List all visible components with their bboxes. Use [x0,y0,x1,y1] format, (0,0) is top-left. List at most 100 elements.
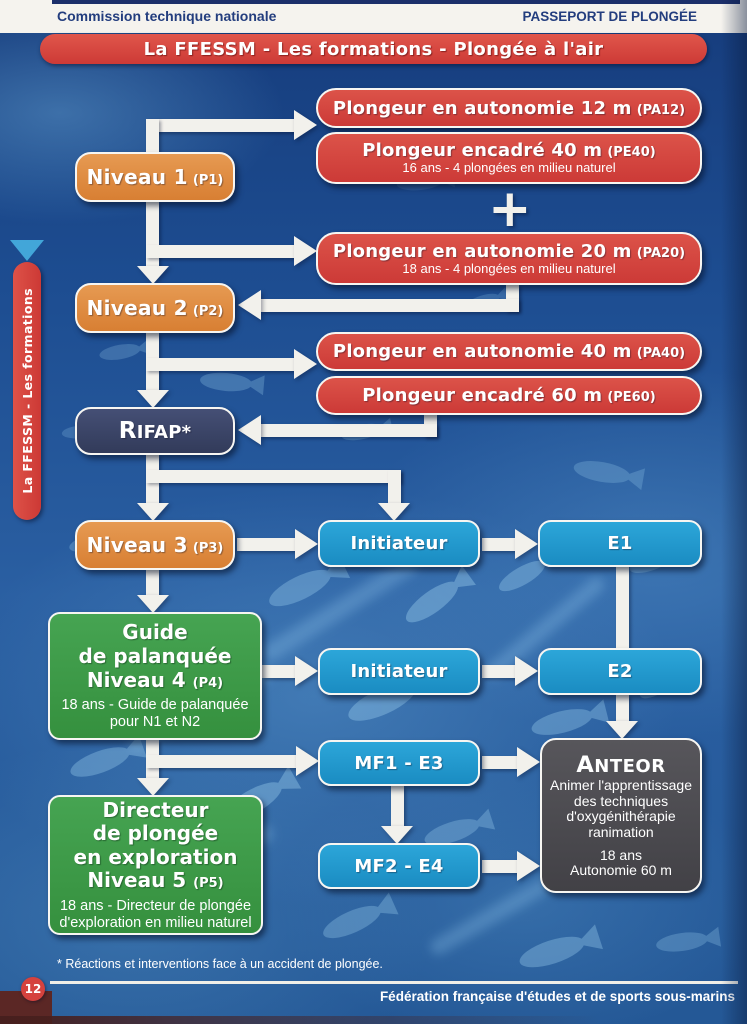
connector-init2-e2 [482,665,516,678]
connector-mf1-anteor [482,756,518,769]
header-right-text: PASSEPORT DE PLONGÉE [522,9,697,24]
node-pa20-title-row: Plongeur en autonomie 20 m (PA20) [333,241,685,262]
node-pa40-title-row: Plongeur en autonomie 40 m (PA40) [333,341,685,362]
publisher-text: Fédération française d'études et de spor… [379,989,735,1004]
node-pa12: Plongeur en autonomie 12 m (PA12) [316,88,702,128]
arrowhead-to-mf1 [296,746,319,776]
arrowhead-to-anteor-top [606,721,638,739]
node-niveau3-code: (P3) [192,541,224,556]
node-anteor-autonomy: Autonomie 60 m [570,862,672,879]
node-niveau1-title: Niveau 1 [86,165,188,189]
node-niveau2-title: Niveau 2 [86,296,188,320]
node-niveau5-line2: de plongée [92,821,219,846]
header-strip [0,0,747,33]
arrowhead-to-niveau4 [137,595,169,613]
arrowhead-to-pa12 [294,110,317,140]
node-niveau1-title-row: Niveau 1 (P1) [87,165,224,189]
node-mf2: MF2 - E4 [318,843,480,889]
footer-rule [50,981,738,984]
connector-n3-init1 [237,538,295,551]
node-initiateur2-title: Initiateur [350,661,448,682]
node-rifap-title: RIFAP* [118,418,192,444]
node-pa40: Plongeur en autonomie 40 m (PA40) [316,332,702,371]
node-pe40: Plongeur encadré 40 m (PE40) 16 ans - 4 … [316,132,702,184]
node-niveau1-code: (P1) [192,173,224,188]
arrowhead-to-initiateur1 [378,503,410,521]
connector-n3-n4-v [146,570,159,597]
arrowhead-mf2-anteor [517,851,540,881]
node-anteor: ANTEOR Animer l'apprentissage des techni… [540,738,702,893]
node-niveau3-title-row: Niveau 3 (P3) [87,533,224,557]
node-niveau5-subtitle: 18 ans - Directeur de plongée d'explorat… [59,898,252,931]
node-pa12-title: Plongeur en autonomie 12 m [332,97,632,119]
node-anteor-age: 18 ans [599,846,643,863]
arrowhead-to-niveau2 [137,266,169,284]
arrowhead-to-e2 [515,656,538,686]
connector-n1-pa12-h [146,119,294,132]
sidebar-arrow-icon [10,240,44,261]
arrowhead-to-rifap-right [238,415,261,445]
node-pa12-title-row: Plongeur en autonomie 12 m (PA12) [333,98,685,119]
plus-symbol: + [488,179,532,239]
title-banner: La FFESSM - Les formations - Plongée à l… [40,34,707,64]
node-niveau5: Directeur de plongée en exploration Nive… [48,795,263,935]
node-niveau5-line4: Niveau 5 [87,868,187,893]
node-pe60-title: Plongeur encadré 60 m [362,385,603,406]
node-initiateur2: Initiateur [318,648,480,695]
node-pa20-code: (PA20) [636,245,686,261]
node-initiateur1: Initiateur [318,520,480,567]
node-mf2-title: MF2 - E4 [354,855,444,877]
node-pe60-code: (PE60) [607,390,656,405]
arrowhead-to-pa20 [294,236,317,266]
arrowhead-to-niveau5 [137,778,169,796]
node-niveau1: Niveau 1 (P1) [75,152,235,202]
node-pa12-code: (PA12) [636,102,686,118]
connector-e1-e2 [616,567,629,648]
arrowhead-to-rifap [137,390,169,408]
node-niveau4-line2: de palanquée [78,644,232,669]
node-niveau5-line4-row: Niveau 5 (P5) [87,869,223,893]
node-mf1-title: MF1 - E3 [354,752,444,774]
node-pe40-subtitle: 16 ans - 4 plongées en milieu naturel [402,160,616,176]
connector-rifap-init1-h [146,470,401,483]
arrowhead-to-pa40 [294,349,317,379]
node-e2-title: E2 [607,661,633,682]
node-pa20-subtitle: 18 ans - 4 plongées en milieu naturel [402,260,616,276]
node-niveau4: Guide de palanquée Niveau 4 (P4) 18 ans … [48,612,262,740]
connector-pa40-h [146,358,294,371]
sidebar-tab: La FFESSM - Les formations [13,262,41,520]
arrowhead-to-e1 [515,529,538,559]
connector-e2-anteor-v [616,695,629,722]
node-pe60: Plongeur encadré 60 m (PE60) [316,376,702,415]
node-niveau4-subtitle: 18 ans - Guide de palanquée pour N1 et N… [61,697,249,730]
node-anteor-title: ANTEOR [576,751,666,778]
page-number-badge: 12 [21,977,45,1001]
connector-pa20-n2-h [260,299,519,312]
node-niveau3-title: Niveau 3 [86,533,188,557]
arrowhead-init2-left [295,656,318,686]
node-niveau4-line1: Guide [122,620,188,645]
node-mf1: MF1 - E3 [318,740,480,786]
node-pa40-code: (PA40) [636,346,686,361]
node-pe40-code: (PE40) [607,145,656,161]
node-niveau4-line3-row: Niveau 4 (P4) [86,667,224,693]
header-top-rule [52,0,740,4]
node-initiateur1-title: Initiateur [350,533,448,554]
node-niveau5-code: (P5) [193,876,224,892]
node-pe40-title: Plongeur encadré 40 m [362,140,603,162]
connector-n4-mf1-h [146,755,296,768]
node-niveau4-code: (P4) [192,675,224,691]
node-niveau4-line3: Niveau 4 [86,667,186,692]
node-niveau2-code: (P2) [192,304,224,319]
connector-rifap-init1-v [388,470,401,503]
node-niveau5-line1: Directeur [102,797,209,822]
connector-pe60-rifap-h [260,424,437,437]
node-niveau5-line3: en exploration [73,844,238,869]
connector-n1-up-v [146,119,159,154]
node-niveau3: Niveau 3 (P3) [75,520,235,570]
node-e1: E1 [538,520,702,567]
node-pe40-title-row: Plongeur encadré 40 m (PE40) [362,140,655,161]
arrowhead-init1-left [295,529,318,559]
node-e1-title: E1 [607,533,633,554]
